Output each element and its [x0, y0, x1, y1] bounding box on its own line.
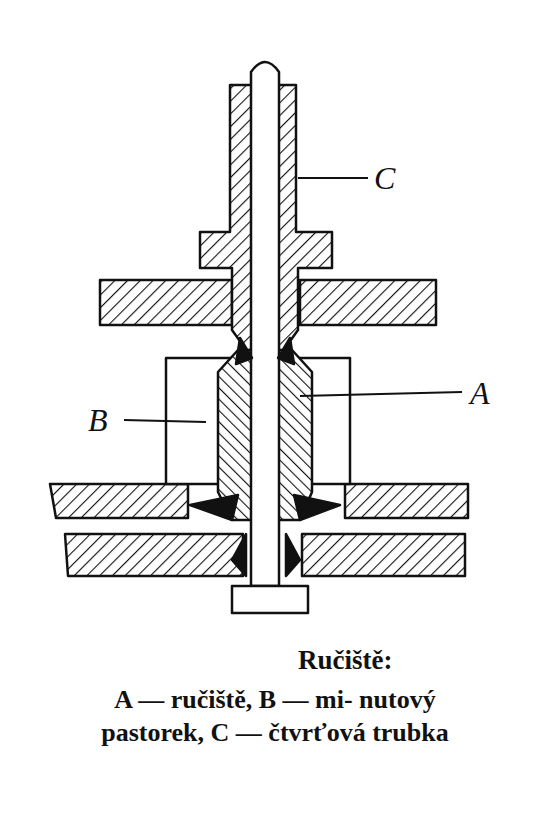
spring-wedge	[190, 495, 238, 520]
part-label: C	[374, 162, 395, 194]
part-label: A	[470, 377, 490, 409]
upper-plate	[100, 280, 232, 325]
spring-wedge	[278, 338, 294, 364]
figure-title: Ručiště:	[298, 646, 392, 676]
part-label: B	[88, 404, 108, 436]
spring-wedge	[232, 534, 246, 576]
lower-plate	[302, 534, 465, 576]
lower-plate	[50, 484, 188, 518]
spring-wedge	[236, 338, 252, 364]
leader-line	[298, 177, 368, 179]
lower-plate	[65, 534, 243, 576]
arbor-head	[232, 586, 308, 613]
spring-wedge	[286, 534, 300, 576]
spring-wedge	[294, 495, 340, 520]
figure-caption: A — ručiště, B — mi- nutový pastorek, C …	[60, 684, 490, 749]
leader-line	[124, 420, 206, 422]
lower-plate	[345, 484, 468, 518]
leader-line	[300, 392, 462, 396]
upper-plate	[300, 280, 436, 325]
arbor	[251, 62, 279, 586]
